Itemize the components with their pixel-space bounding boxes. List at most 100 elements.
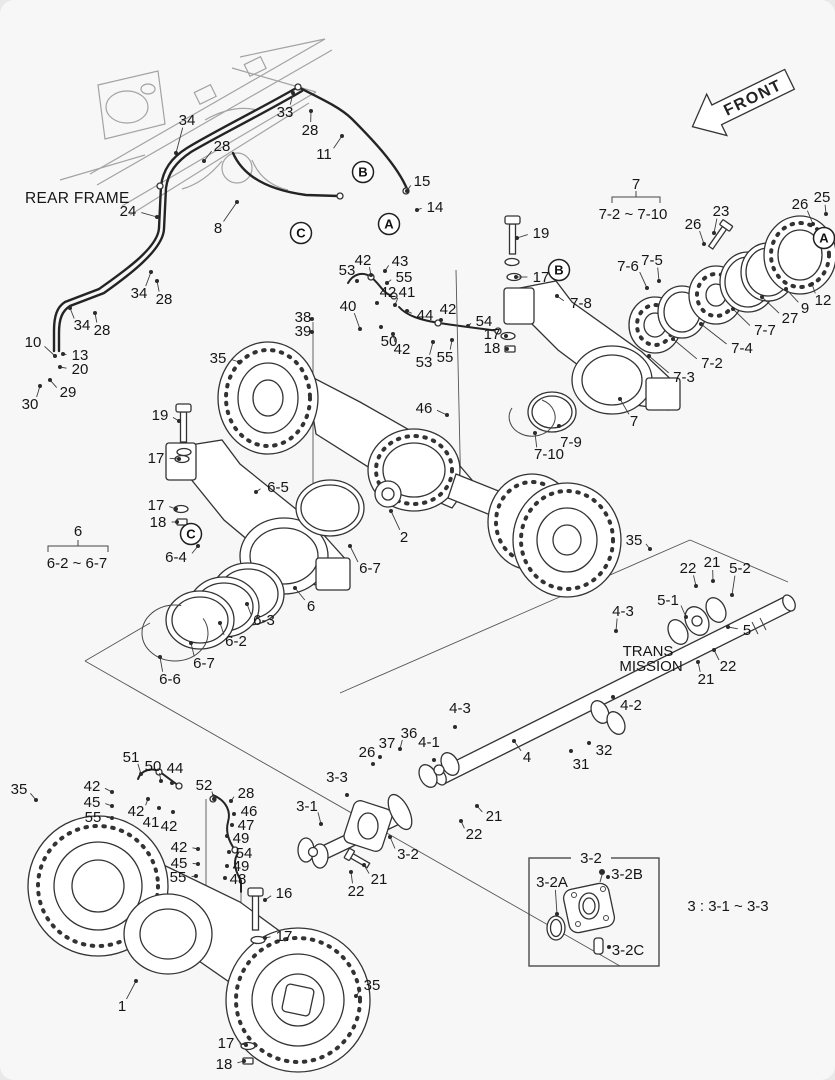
part-label: 4-3 bbox=[612, 603, 634, 620]
hardware-point bbox=[348, 544, 352, 548]
part-label: 6-7 bbox=[359, 560, 381, 577]
hardware-point bbox=[230, 823, 234, 827]
part-label: 26 bbox=[359, 744, 376, 761]
hardware-point bbox=[824, 212, 828, 216]
hardware-point bbox=[218, 621, 222, 625]
hardware-point bbox=[174, 151, 178, 155]
hardware-point bbox=[93, 311, 97, 315]
hardware-point bbox=[194, 874, 198, 878]
hardware-point bbox=[466, 324, 470, 328]
hardware-point bbox=[811, 222, 815, 226]
leader-line bbox=[429, 341, 434, 355]
part-label: 17 bbox=[218, 1035, 235, 1052]
part-label: 14 bbox=[427, 199, 444, 216]
part-label: 45 bbox=[171, 855, 188, 872]
hardware-point bbox=[379, 325, 383, 329]
part-label: 7-3 bbox=[673, 369, 695, 386]
leader-line bbox=[203, 150, 212, 162]
part-label: 42 bbox=[84, 778, 101, 795]
leader-line bbox=[513, 740, 522, 752]
part-label: 7-7 bbox=[754, 322, 776, 339]
hardware-point bbox=[475, 804, 479, 808]
front-arrow: FRONT bbox=[691, 68, 796, 137]
part-label: 21 bbox=[698, 671, 715, 688]
part-label: 7-6 bbox=[617, 258, 639, 275]
callout-letter: C bbox=[186, 527, 196, 542]
leader-line bbox=[713, 218, 718, 234]
leader-line bbox=[700, 323, 727, 345]
part-label: 47 bbox=[238, 817, 255, 834]
part-label: 4-1 bbox=[418, 734, 440, 751]
part-label: 7-9 bbox=[560, 434, 582, 451]
hardware-point bbox=[378, 755, 382, 759]
hardware-point bbox=[196, 847, 200, 851]
part-label: 38 bbox=[295, 309, 312, 326]
hardware-point bbox=[196, 862, 200, 866]
part-label: 5 bbox=[743, 622, 751, 639]
part-label: 42 bbox=[161, 818, 178, 835]
leader-lines-layer bbox=[30, 91, 828, 1064]
part-label: 53 bbox=[416, 354, 433, 371]
leader-line bbox=[353, 312, 361, 330]
part-label: 43 bbox=[392, 253, 409, 270]
part-label: 24 bbox=[120, 203, 137, 220]
hardware-point bbox=[34, 798, 38, 802]
part-label: 49 bbox=[233, 830, 250, 847]
part-label: 13 bbox=[72, 347, 89, 364]
part-label: 55 bbox=[437, 349, 454, 366]
group-6-title: 6 bbox=[74, 523, 82, 540]
hardware-point bbox=[618, 397, 622, 401]
part-label: 49 bbox=[233, 858, 250, 875]
part-label: 40 bbox=[340, 298, 357, 315]
leader-line bbox=[175, 127, 184, 154]
part-label: 50 bbox=[145, 758, 162, 775]
hardware-point bbox=[171, 810, 175, 814]
part-label: 6-7 bbox=[193, 655, 215, 672]
leader-line bbox=[680, 605, 687, 618]
part-label: 46 bbox=[241, 803, 258, 820]
hardware-point bbox=[155, 279, 159, 283]
part-label: 54 bbox=[476, 313, 493, 330]
part-label: 34 bbox=[131, 285, 148, 302]
callout-letter: A bbox=[819, 231, 829, 246]
hardware-point bbox=[291, 91, 295, 95]
part-label: 34 bbox=[179, 112, 196, 129]
part-label: 37 bbox=[379, 735, 396, 752]
leader-line bbox=[761, 296, 780, 314]
hardware-point bbox=[371, 762, 375, 766]
hardware-point bbox=[671, 337, 675, 341]
leader-line bbox=[317, 812, 322, 825]
part-label: 22 bbox=[680, 560, 697, 577]
part-label: 41 bbox=[143, 814, 160, 831]
hardware-point bbox=[157, 806, 161, 810]
part-label: 22 bbox=[720, 658, 737, 675]
hardware-point bbox=[189, 641, 193, 645]
hardware-point bbox=[149, 270, 153, 274]
part-label: 19 bbox=[152, 407, 169, 424]
hardware-point bbox=[175, 520, 179, 524]
hardware-point bbox=[726, 625, 730, 629]
leader-line bbox=[554, 889, 558, 915]
part-label: 28 bbox=[238, 785, 255, 802]
part-label: 55 bbox=[85, 809, 102, 826]
part-label: 25 bbox=[814, 189, 831, 206]
part-label: 12 bbox=[815, 292, 832, 309]
ring-stack-7 bbox=[508, 215, 835, 437]
part-label: 17 bbox=[533, 269, 550, 286]
hardware-point bbox=[110, 804, 114, 808]
part-label: 44 bbox=[167, 760, 184, 777]
hardware-point bbox=[555, 294, 559, 298]
detail-box-title: 3-2 bbox=[580, 850, 602, 867]
hardware-point bbox=[405, 309, 409, 313]
hardware-point bbox=[557, 424, 561, 428]
part-label: 2 bbox=[400, 529, 408, 546]
part-label: 34 bbox=[74, 317, 91, 334]
part-label: 7-5 bbox=[641, 252, 663, 269]
part-label: 42 bbox=[380, 284, 397, 301]
callout-circle-A bbox=[377, 212, 401, 236]
part-label: 15 bbox=[414, 173, 431, 190]
rear-frame-label: REAR FRAME bbox=[25, 190, 130, 207]
hardware-point bbox=[245, 602, 249, 606]
part-label: 7-2 bbox=[701, 355, 723, 372]
